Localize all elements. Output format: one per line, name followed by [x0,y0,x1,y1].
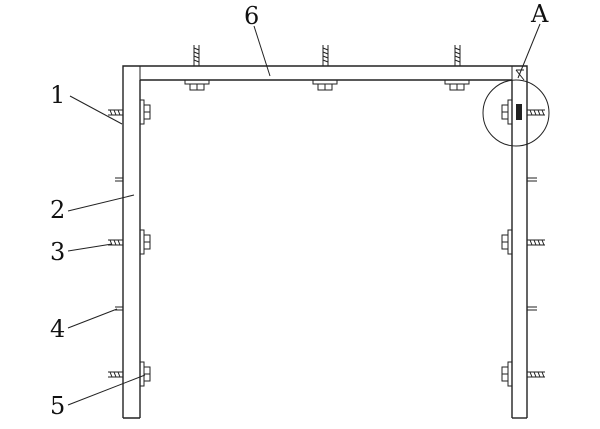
label-nut-assembly: 5 [50,392,65,420]
frame-body [122,65,528,419]
top-bolt-2 [312,45,338,91]
right-bolt-mid [501,229,545,255]
right-pin-1 [527,177,537,182]
left-pin-1 [115,177,123,182]
label-threaded-bolt: 3 [50,238,65,266]
leader-lines [67,23,541,406]
label-pin: 4 [50,315,65,343]
left-pin-2 [115,306,123,311]
left-bolt-mid [108,229,151,255]
left-bolt-bottom [108,361,151,387]
left-bolt-top [108,99,151,125]
label-inner-plate: 2 [50,196,65,224]
label-top-beam: 6 [244,2,259,30]
right-bolt-bottom [501,361,545,387]
top-bolt-3 [444,45,470,91]
detail-a-circle [482,79,550,147]
label-frame-post: 1 [50,81,65,109]
right-bolt-top [501,99,545,125]
right-pin-2 [527,306,537,311]
top-bolt-1 [184,45,210,91]
label-detail-a: A [530,0,549,28]
